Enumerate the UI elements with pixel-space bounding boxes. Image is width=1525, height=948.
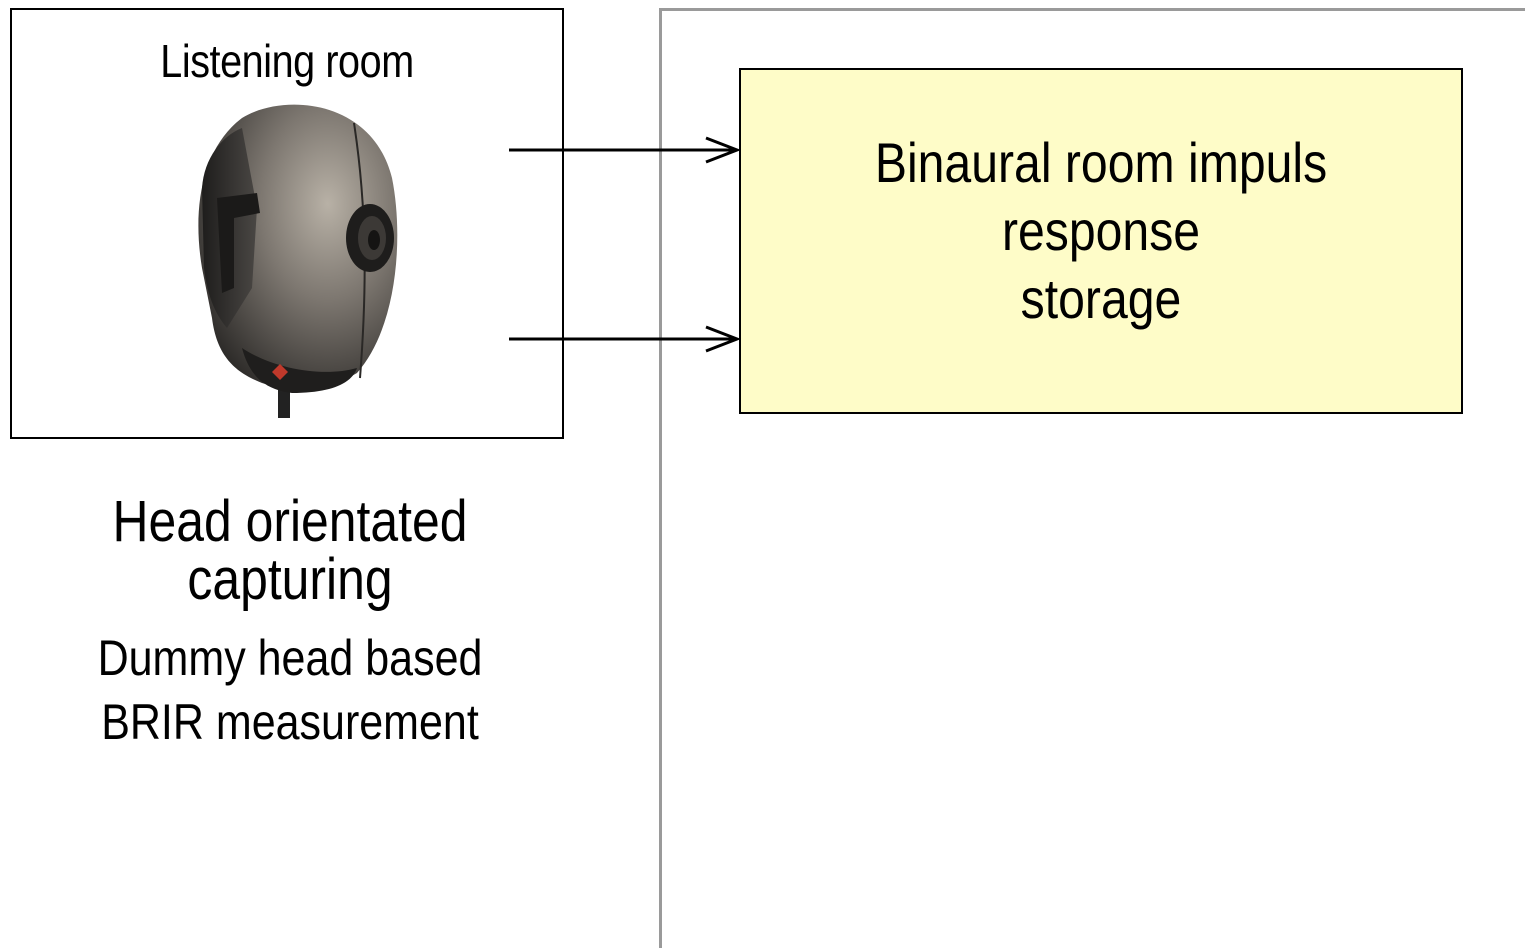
dummy-head-icon	[198, 104, 398, 418]
listening-room-box: Listening room	[10, 8, 564, 439]
brir-storage-label: Binaural room impuls response storage	[791, 129, 1410, 333]
capture-caption: Head orientated capturing	[112, 489, 468, 612]
storage-label-line-1: Binaural room impuls response	[874, 131, 1328, 262]
upper-arrow	[509, 136, 742, 164]
measurement-caption-line-2: BRIR measurement	[101, 694, 479, 750]
measurement-caption-line-1: Dummy head based	[97, 630, 483, 686]
storage-label-line-2: storage	[1020, 267, 1182, 330]
listening-room-title: Listening room	[160, 35, 414, 87]
lower-arrow	[509, 325, 742, 353]
measurement-caption: Dummy head based BRIR measurement	[41, 626, 540, 754]
brir-storage-box: Binaural room impuls response storage	[739, 68, 1463, 414]
right-panel-frame	[659, 8, 1525, 948]
